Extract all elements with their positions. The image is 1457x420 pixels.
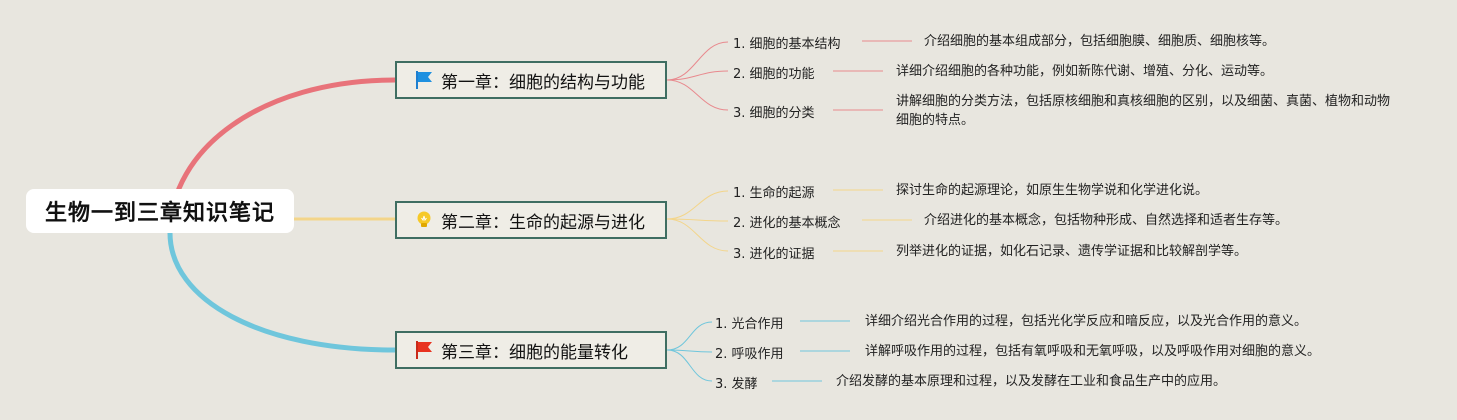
ch3-item-3-desc[interactable]: 介绍发酵的基本原理和过程，以及发酵在工业和食品生产中的应用。	[836, 374, 1227, 389]
red-flag-icon	[413, 339, 435, 361]
chapter-3-title: 第三章：细胞的能量转化	[441, 342, 628, 363]
ch1-sub-branches	[666, 40, 912, 111]
chapter-2-title: 第二章：生命的起源与进化	[441, 212, 645, 233]
chapter-2-topic[interactable]: 第二章：生命的起源与进化	[395, 201, 667, 239]
chapter-1-title: 第一章：细胞的结构与功能	[441, 72, 645, 93]
ch3-sub-branches	[666, 320, 850, 382]
ch2-item-2-desc[interactable]: 介绍进化的基本概念，包括物种形成、自然选择和适者生存等。	[924, 213, 1289, 228]
ch1-item-2-desc[interactable]: 详细介绍细胞的各种功能，例如新陈代谢、增殖、分化、运动等。	[896, 64, 1274, 79]
branch-chapter-3	[167, 230, 398, 353]
ch1-item-3-desc[interactable]: 讲解细胞的分类方法，包括原核细胞和真核细胞的区别，以及细菌、真菌、植物和动物细胞…	[896, 94, 1391, 128]
ch1-item-1-label[interactable]: 1. 细胞的基本结构	[733, 37, 841, 52]
chapter-3-topic[interactable]: 第三章：细胞的能量转化	[395, 331, 667, 369]
ch2-item-1-desc[interactable]: 探讨生命的起源理论，如原生生物学说和化学进化说。	[896, 183, 1209, 198]
ch2-sub-branches	[666, 189, 912, 252]
root-topic[interactable]: 生物一到三章知识笔记	[26, 189, 294, 233]
ch2-item-2-label[interactable]: 2. 进化的基本概念	[733, 216, 841, 231]
ch3-item-3-label[interactable]: 3. 发酵	[715, 377, 758, 392]
ch2-item-3-desc[interactable]: 列举进化的证据，如化石记录、遗传学证据和比较解剖学等。	[896, 244, 1248, 259]
ch3-item-2-label[interactable]: 2. 呼吸作用	[715, 347, 784, 362]
ch3-item-2-desc[interactable]: 详解呼吸作用的过程，包括有氧呼吸和无氧呼吸，以及呼吸作用对细胞的意义。	[865, 344, 1321, 359]
ch3-item-1-label[interactable]: 1. 光合作用	[715, 317, 784, 332]
ch1-item-2-label[interactable]: 2. 细胞的功能	[733, 67, 815, 82]
ch2-item-1-label[interactable]: 1. 生命的起源	[733, 186, 815, 201]
ch3-item-1-desc[interactable]: 详细介绍光合作用的过程，包括光化学反应和暗反应，以及光合作用的意义。	[865, 314, 1308, 329]
blue-flag-icon	[413, 69, 435, 91]
ch2-item-3-label[interactable]: 3. 进化的证据	[733, 247, 815, 262]
ch1-item-1-desc[interactable]: 介绍细胞的基本组成部分，包括细胞膜、细胞质、细胞核等。	[924, 34, 1276, 49]
lightbulb-icon	[413, 209, 435, 231]
ch1-item-3-label[interactable]: 3. 细胞的分类	[733, 106, 815, 121]
chapter-1-topic[interactable]: 第一章：细胞的结构与功能	[395, 61, 667, 99]
